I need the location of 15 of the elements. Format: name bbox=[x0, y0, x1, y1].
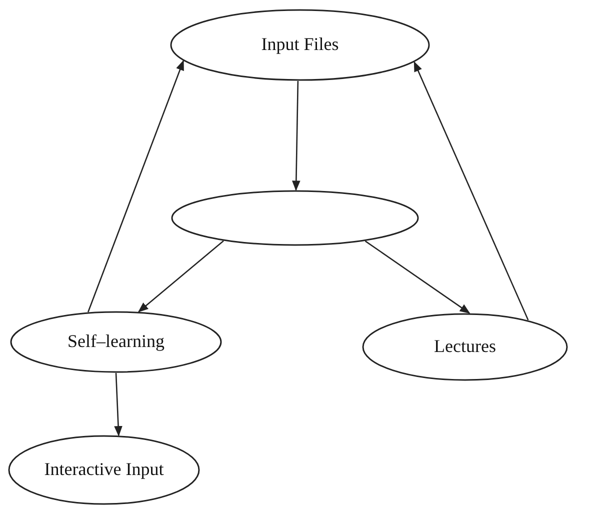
arrow bbox=[114, 372, 122, 436]
node-label: Interactive Input bbox=[44, 459, 164, 481]
node-label: Self–learning bbox=[68, 331, 164, 353]
arrow bbox=[87, 60, 184, 312]
arrow bbox=[414, 61, 529, 320]
node-label: Lectures bbox=[434, 336, 496, 358]
arrow bbox=[292, 80, 300, 192]
ellipse-node bbox=[171, 190, 419, 246]
ellipse-node bbox=[170, 9, 430, 81]
arrow bbox=[138, 240, 224, 312]
ellipse-node bbox=[10, 311, 222, 373]
arrow bbox=[364, 240, 470, 314]
node-label: Input Files bbox=[261, 34, 339, 56]
ellipse-node bbox=[362, 313, 568, 381]
ellipse-node bbox=[8, 435, 200, 505]
